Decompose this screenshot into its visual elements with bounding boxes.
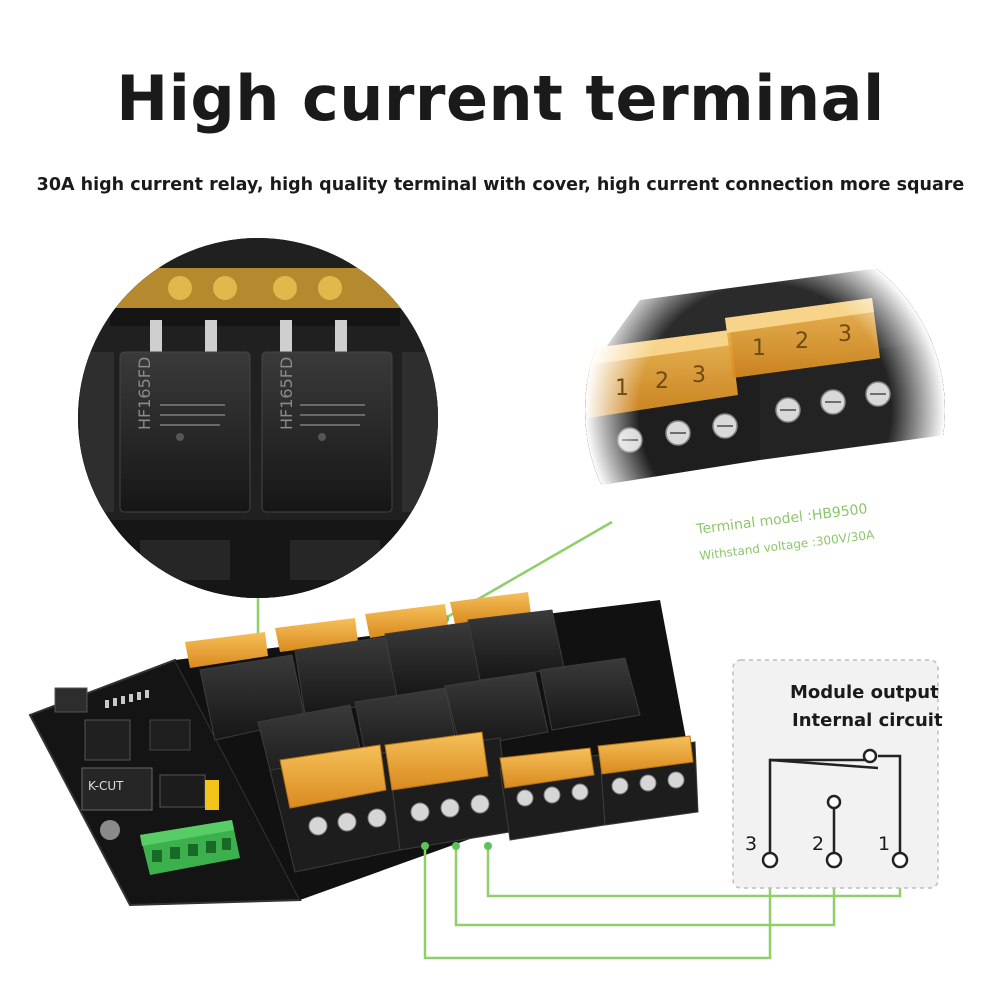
page-title: High current terminal <box>116 62 885 135</box>
relay-label-2: HF165FD <box>277 357 296 430</box>
circuit-heading-line1: Module output <box>790 682 939 703</box>
cover-number-2: 2 <box>655 369 669 394</box>
pin-label-2: 2 <box>812 833 824 855</box>
cover-number-1: 1 <box>615 376 629 401</box>
terminal-closeup: 1 2 3 1 2 3 Terminal model :HB9500 Withs… <box>585 230 945 590</box>
cover-number-1b: 1 <box>752 336 766 361</box>
green-terminal-connector <box>140 820 240 875</box>
pin-label-3: 3 <box>745 833 757 855</box>
internal-circuit-diagram: Module output Internal circuit 3 2 1 <box>732 659 943 889</box>
cover-number-3b: 3 <box>838 322 852 347</box>
wire-dot-3 <box>484 842 492 850</box>
page-subtitle: 30A high current relay, high quality ter… <box>36 175 965 195</box>
relay-board: K-CUT <box>28 592 699 907</box>
cover-number-3: 3 <box>692 363 706 388</box>
chip-label: K-CUT <box>88 779 124 793</box>
relay-closeup: HF165FD HF165FD <box>78 238 438 598</box>
pin-label-1: 1 <box>878 833 890 855</box>
wire-dot-2 <box>452 842 460 850</box>
relay-label-1: HF165FD <box>135 357 154 430</box>
cover-number-2b: 2 <box>795 329 809 354</box>
wire-dot-1 <box>421 842 429 850</box>
circuit-heading-line2: Internal circuit <box>792 710 943 731</box>
